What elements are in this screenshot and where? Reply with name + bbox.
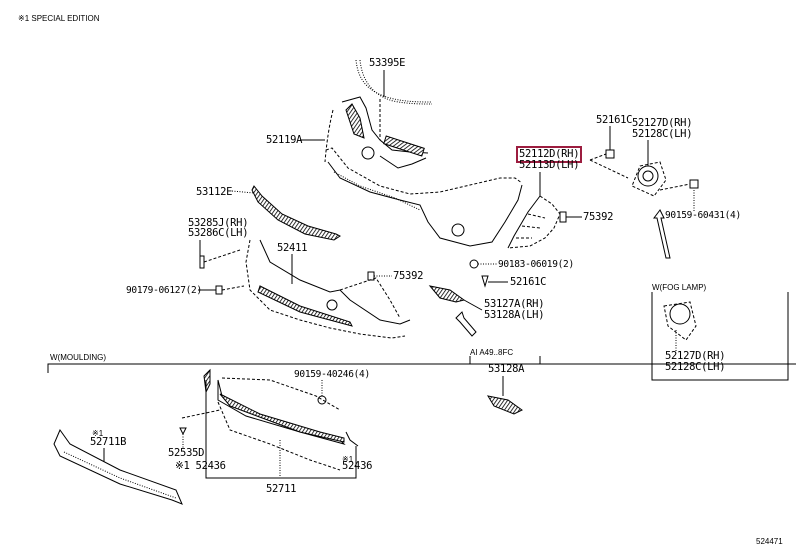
- callout-53127A[interactable]: 53127A(RH): [484, 298, 545, 310]
- callout-75392-mid[interactable]: 75392: [393, 270, 424, 282]
- callout-52436-left[interactable]: ※1 52436: [175, 460, 226, 472]
- special-mark-52711B: ※1: [92, 429, 104, 438]
- group-label-fog-lamp: W(FOG LAMP): [652, 283, 707, 292]
- callout-90179-06127[interactable]: 90179-06127(2): [126, 285, 202, 296]
- screw-90183-06019[interactable]: [469, 259, 479, 269]
- molding-strip-53395E[interactable]: [355, 59, 433, 105]
- fog-cover-53127A[interactable]: [428, 285, 466, 303]
- callout-53285J[interactable]: 53285J(RH): [188, 217, 249, 229]
- callout-52436-right[interactable]: 52436: [342, 460, 373, 472]
- bumper-cover-52119A[interactable]: [324, 96, 523, 247]
- callout-52711B[interactable]: 52711B: [90, 436, 127, 448]
- molding-bar-52711[interactable]: [217, 377, 346, 471]
- callout-75392-right[interactable]: 75392: [583, 211, 614, 223]
- end-cap-52436-right[interactable]: [345, 431, 359, 447]
- clip-75392-mid[interactable]: [367, 271, 375, 281]
- fog-lamp-bracket-boxed[interactable]: [663, 301, 697, 341]
- callout-52127D-box[interactable]: 52127D(RH): [665, 350, 726, 362]
- callout-52161C-mid[interactable]: 52161C: [510, 276, 547, 288]
- callout-52161C-top[interactable]: 52161C: [596, 114, 633, 126]
- group-label-variant: AI A49..8FC: [470, 348, 514, 357]
- callout-52127D-top[interactable]: 52127D(RH): [632, 117, 693, 129]
- callout-53395E[interactable]: 53395E: [369, 57, 406, 69]
- callout-90183-06019[interactable]: 90183-06019(2): [498, 259, 574, 270]
- clip-52535D[interactable]: [179, 427, 187, 436]
- end-cap-52436-left[interactable]: [203, 368, 211, 394]
- fog-lamp-bracket-52127D[interactable]: [631, 161, 667, 197]
- group-label-moulding: W(MOULDING): [50, 353, 106, 362]
- screw-90179-06127[interactable]: [215, 285, 223, 295]
- special-mark-52436-right: ※1: [342, 455, 354, 464]
- special-edition-note: ※1 SPECIAL EDITION: [18, 14, 100, 23]
- moulding-52711B[interactable]: [53, 428, 183, 505]
- callout-52119A[interactable]: 52119A: [266, 134, 303, 146]
- callout-52535D[interactable]: 52535D: [168, 447, 205, 459]
- callout-53112E[interactable]: 53112E: [196, 186, 233, 198]
- callout-53286C[interactable]: 53286C(LH): [188, 227, 249, 239]
- callout-52112D-highlighted[interactable]: 52112D(RH): [515, 146, 583, 163]
- arrow-to-fog-lamp: [653, 209, 671, 259]
- screw-52161C-mid[interactable]: [481, 275, 489, 288]
- callout-52411[interactable]: 52411: [277, 242, 308, 254]
- screw-90159-60431[interactable]: [689, 179, 699, 189]
- callout-53128A[interactable]: 53128A: [488, 363, 525, 375]
- callout-52113D[interactable]: 52113D(LH): [519, 159, 580, 171]
- callout-90159-60431[interactable]: 90159-60431(4): [665, 210, 741, 221]
- screw-90159-40246[interactable]: [317, 395, 327, 405]
- fog-cover-53128A[interactable]: [486, 395, 523, 415]
- side-cover-52112D[interactable]: [507, 195, 561, 249]
- callout-52128C-box[interactable]: 52128C(LH): [665, 361, 726, 373]
- clip-53285J[interactable]: [199, 255, 205, 269]
- diagram-code: 524471: [756, 537, 783, 546]
- callout-53128A-LH[interactable]: 53128A(LH): [484, 309, 545, 321]
- callout-90159-40246[interactable]: 90159-40246(4): [294, 369, 370, 380]
- lower-bumper-52411[interactable]: [245, 239, 411, 339]
- callout-52711[interactable]: 52711: [266, 483, 297, 495]
- callout-52128C-top[interactable]: 52128C(LH): [632, 128, 693, 140]
- screw-52161C-top[interactable]: [605, 149, 615, 159]
- clip-75392-right[interactable]: [559, 211, 567, 223]
- grille-53112E[interactable]: [251, 185, 341, 241]
